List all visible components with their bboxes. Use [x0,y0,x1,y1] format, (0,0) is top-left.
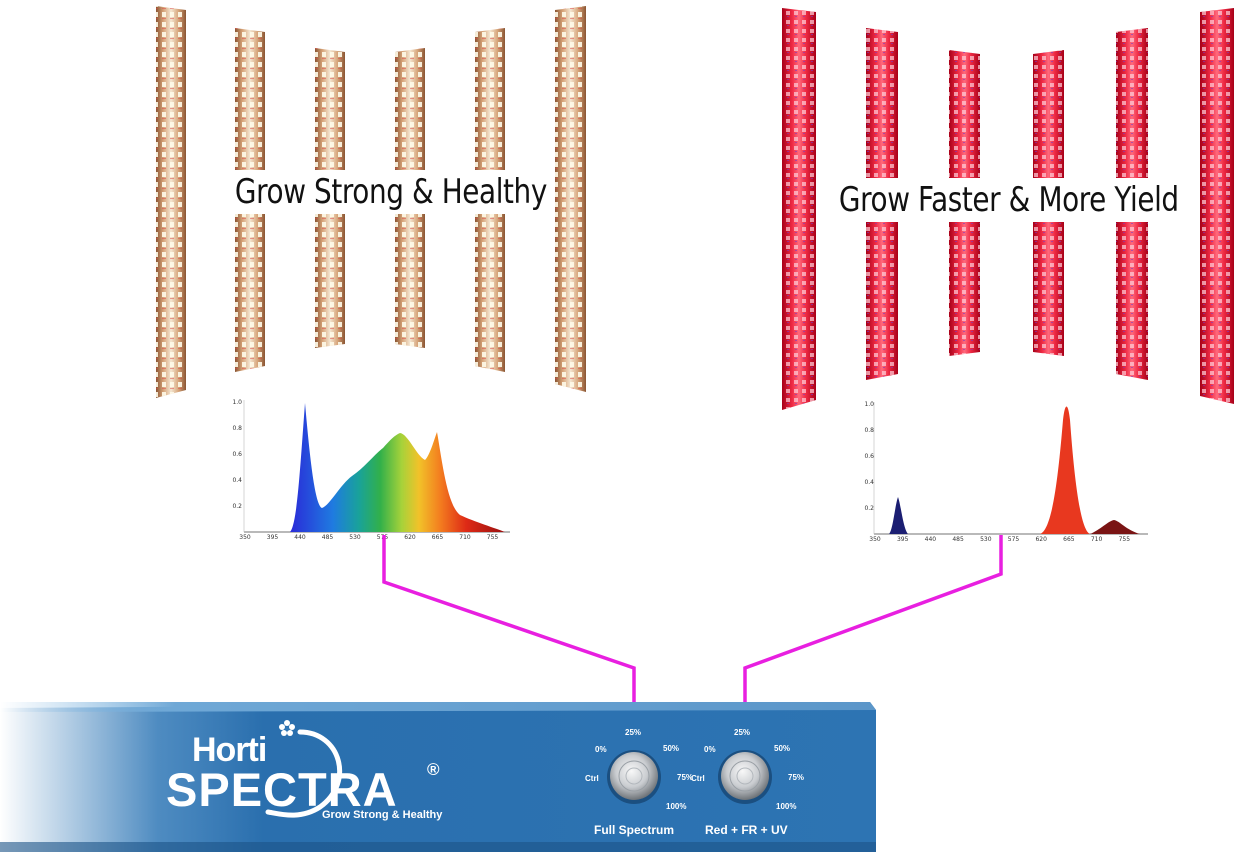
full-spectrum-x-tick-label: 485 [322,534,334,541]
full-spectrum-y-ticks: 1.0 0.8 0.6 0.4 0.2 [232,399,242,510]
red-fr-uv-y-tick-label: 0.6 [864,453,874,460]
knob1-tick-50: 50% [663,744,680,753]
full-spectrum-y-tick-label: 0.6 [232,451,242,458]
knob2-tick-25: 25% [734,728,751,737]
red-fr-uv-x-tick-label: 530 [980,536,992,543]
knob2-label: Red + FR + UV [705,823,788,837]
knob1-tick-100: 100% [666,802,687,811]
red-strip [1200,8,1234,404]
full-spectrum-x-tick-label: 665 [432,534,444,541]
red-strip [782,8,816,410]
full-spectrum-x-tick-label: 710 [459,534,471,541]
knob1-label: Full Spectrum [594,823,675,837]
full-spectrum-x-tick-label: 440 [294,534,306,541]
headline-grow-strong: Grow Strong & Healthy [230,170,552,214]
copper-strip [156,6,186,398]
red-fr-uv-y-ticks: 1.0 0.8 0.6 0.4 0.2 [864,401,874,512]
knob2-tick-0: 0% [704,745,716,754]
red-fr-uv-y-tick-label: 1.0 [864,401,874,408]
full-spectrum-y-tick-label: 1.0 [232,399,242,406]
full-spectrum-x-tick-label: 350 [239,534,251,541]
knob1-tick-75: 75% [677,773,694,782]
full-spectrum-x-tick-label: 620 [404,534,416,541]
red-fr-uv-knob[interactable] [718,750,772,804]
registered-mark: ® [427,760,440,779]
knob2-tick-100: 100% [776,802,797,811]
red-fr-uv-x-tick-label: 440 [925,536,937,543]
full-spectrum-x-tick-label: 395 [267,534,279,541]
knob2-tick-ctrl: Ctrl [691,774,705,783]
knob1-tick-ctrl: Ctrl [585,774,599,783]
full-spectrum-x-tick-label: 755 [487,534,499,541]
red-fr-uv-spectrum-plot: 350 395 440 485 530 575 620 665 710 755 1.0 0.8 0.6… [864,401,1148,543]
red-fr-uv-x-tick-label: 350 [869,536,881,543]
red-fr-uv-x-tick-label: 395 [897,536,909,543]
flower-icon [279,720,295,736]
brand-line-1: Horti [192,731,267,769]
red-fr-uv-x-tick-label: 755 [1119,536,1131,543]
red-fr-uv-y-tick-label: 0.4 [864,479,874,486]
red-fr-uv-x-tick-label: 620 [1035,536,1047,543]
red-fr-uv-x-ticks: 350 395 440 485 530 575 620 665 710 755 [869,536,1130,543]
copper-strip [555,6,586,392]
red-fr-uv-y-tick-label: 0.8 [864,427,874,434]
red-fr-uv-x-tick-label: 665 [1063,536,1075,543]
brand-line-2: SPECTRA [166,763,398,816]
knob1-tick-25: 25% [625,728,642,737]
knob1-tick-0: 0% [595,745,607,754]
knob2-tick-75: 75% [788,773,805,782]
full-spectrum-x-tick-label: 530 [349,534,361,541]
full-spectrum-y-tick-label: 0.4 [232,477,242,484]
full-spectrum-y-tick-label: 0.8 [232,425,242,432]
red-fr-uv-x-tick-label: 485 [952,536,964,543]
controller-bar [0,702,876,852]
red-fr-uv-y-tick-label: 0.2 [864,505,874,512]
full-spectrum-knob[interactable] [607,750,661,804]
red-fr-uv-x-tick-label: 575 [1008,536,1020,543]
logo-swirl [265,729,343,818]
full-spectrum-y-tick-label: 0.2 [232,503,242,510]
red-fr-uv-x-tick-label: 710 [1091,536,1103,543]
headline-grow-faster: Grow Faster & More Yield [834,178,1184,222]
knob2-tick-50: 50% [774,744,791,753]
brand-tagline: Grow Strong & Healthy [322,809,443,821]
